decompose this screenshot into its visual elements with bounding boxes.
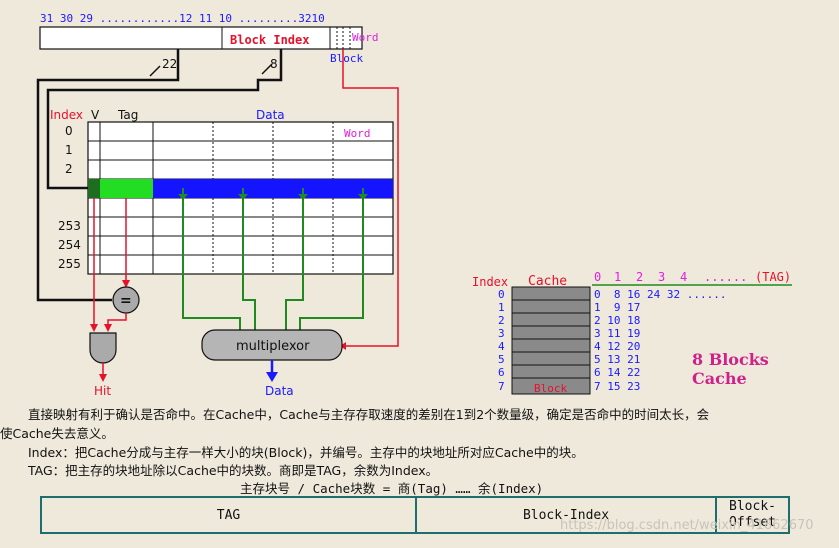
address-bit-numbers: 31 30 29 ............12 11 10 .........3… <box>40 12 325 25</box>
mapping-cache-header: Cache <box>528 274 567 289</box>
block-index-field-cell: Block-Index <box>417 498 717 532</box>
index-bus-wire <box>46 49 283 190</box>
row-index-253: 253 <box>58 219 81 233</box>
mapping-row-7: 7 15 23 <box>594 380 640 393</box>
cache-word-header: Word <box>344 127 371 140</box>
tag-header-dots: ...... <box>704 270 747 284</box>
mapping-index-1: 1 <box>498 301 505 314</box>
watermark: https://blog.csdn.net/weixin_41862670 <box>560 518 814 533</box>
tag-header-0: 0 <box>594 270 601 284</box>
selected-tag-cell <box>100 179 153 198</box>
tag-header-1: 1 <box>614 270 621 284</box>
tag-header-2: 2 <box>636 270 643 284</box>
formula-line: 主存块号 / Cache块数 = 商(Tag) …… 余(Index) <box>240 481 544 496</box>
multiplexor-label: multiplexor <box>236 339 310 354</box>
mapping-row-0: 0 8 16 24 32 ...... <box>594 288 726 301</box>
mapping-index-4: 4 <box>498 340 505 353</box>
block-offset-field-cell: Block- Offset <box>729 499 776 530</box>
mapping-block-label: Block <box>534 382 567 395</box>
row-index-0: 0 <box>65 124 73 138</box>
tag-field-cell: TAG <box>42 498 417 532</box>
block-field-label: Block <box>330 52 363 65</box>
mapping-index-3: 3 <box>498 327 505 340</box>
mapping-row-3: 3 11 19 <box>594 327 640 340</box>
selected-valid-bit <box>88 179 100 198</box>
cache-data-header: Data <box>256 108 285 122</box>
tag-width-label: 22 <box>162 57 177 71</box>
mapping-index-0: 0 <box>498 288 505 301</box>
paragraph-hit-line2: 使Cache失去意义。 <box>0 426 114 441</box>
mapping-title-line2: Cache <box>692 369 747 388</box>
mapping-row-5: 5 13 21 <box>594 353 640 366</box>
tag-header-4: 4 <box>680 270 687 284</box>
mapping-index-5: 5 <box>498 353 505 366</box>
row-index-254: 254 <box>58 238 81 252</box>
paragraph-tag: TAG：把主存的块地址除以Cache中的块数。商即是TAG，余数为Index。 <box>28 463 439 478</box>
mapping-index-7: 7 <box>498 380 505 393</box>
selected-data-cell <box>153 179 393 198</box>
address-register <box>39 26 363 50</box>
mapping-row-6: 6 14 22 <box>594 366 640 379</box>
cache-v-header: V <box>91 108 100 122</box>
mapping-index-column: 0 1 2 3 4 5 6 7 <box>498 288 505 393</box>
block-index-field-label: Block Index <box>230 33 309 47</box>
word-select-wire <box>342 49 399 347</box>
mapping-title-line1: 8 Blocks <box>692 350 769 369</box>
data-mux-wires <box>182 188 364 330</box>
paragraph-hit-line1: 直接映射有利于确认是否命中。在Cache中，Cache与主存存取速度的差别在1到… <box>28 407 710 422</box>
mapping-index-6: 6 <box>498 366 505 379</box>
row-index-1: 1 <box>65 143 73 157</box>
row-index-255: 255 <box>58 257 81 271</box>
data-out-label: Data <box>265 384 294 398</box>
tag-bus-wire <box>36 49 180 302</box>
mapping-row-2: 2 10 18 <box>594 314 640 327</box>
mapping-index-header: Index <box>472 275 508 289</box>
hit-label: Hit <box>94 384 111 398</box>
mapping-index-2: 2 <box>498 314 505 327</box>
cache-index-header: Index <box>50 108 83 122</box>
paragraph-index: Index：把Cache分成与主存一样大小的块(Block)，并编号。主存中的块… <box>28 445 584 460</box>
mapping-row-4: 4 12 20 <box>594 340 640 353</box>
hit-and-gate <box>89 332 117 364</box>
comparator-symbol: = <box>120 293 132 309</box>
mapping-row-1: 1 9 17 <box>594 301 640 314</box>
row-index-2: 2 <box>65 162 73 176</box>
mapping-block-numbers: 0 8 16 24 32 ...... 1 9 17 2 10 18 3 11 … <box>594 288 726 393</box>
index-width-label: 8 <box>270 57 278 71</box>
tag-header-tag: (TAG) <box>755 270 791 284</box>
tag-header-3: 3 <box>658 270 665 284</box>
mapping-cache-blocks <box>511 286 591 395</box>
cache-tag-header: Tag <box>117 108 138 122</box>
address-field-table: TAG Block-Index Block- Offset <box>40 496 790 534</box>
mapping-tag-header: 0 1 2 3 4 ...... (TAG) <box>594 270 791 284</box>
word-field-label: Word <box>352 31 379 44</box>
